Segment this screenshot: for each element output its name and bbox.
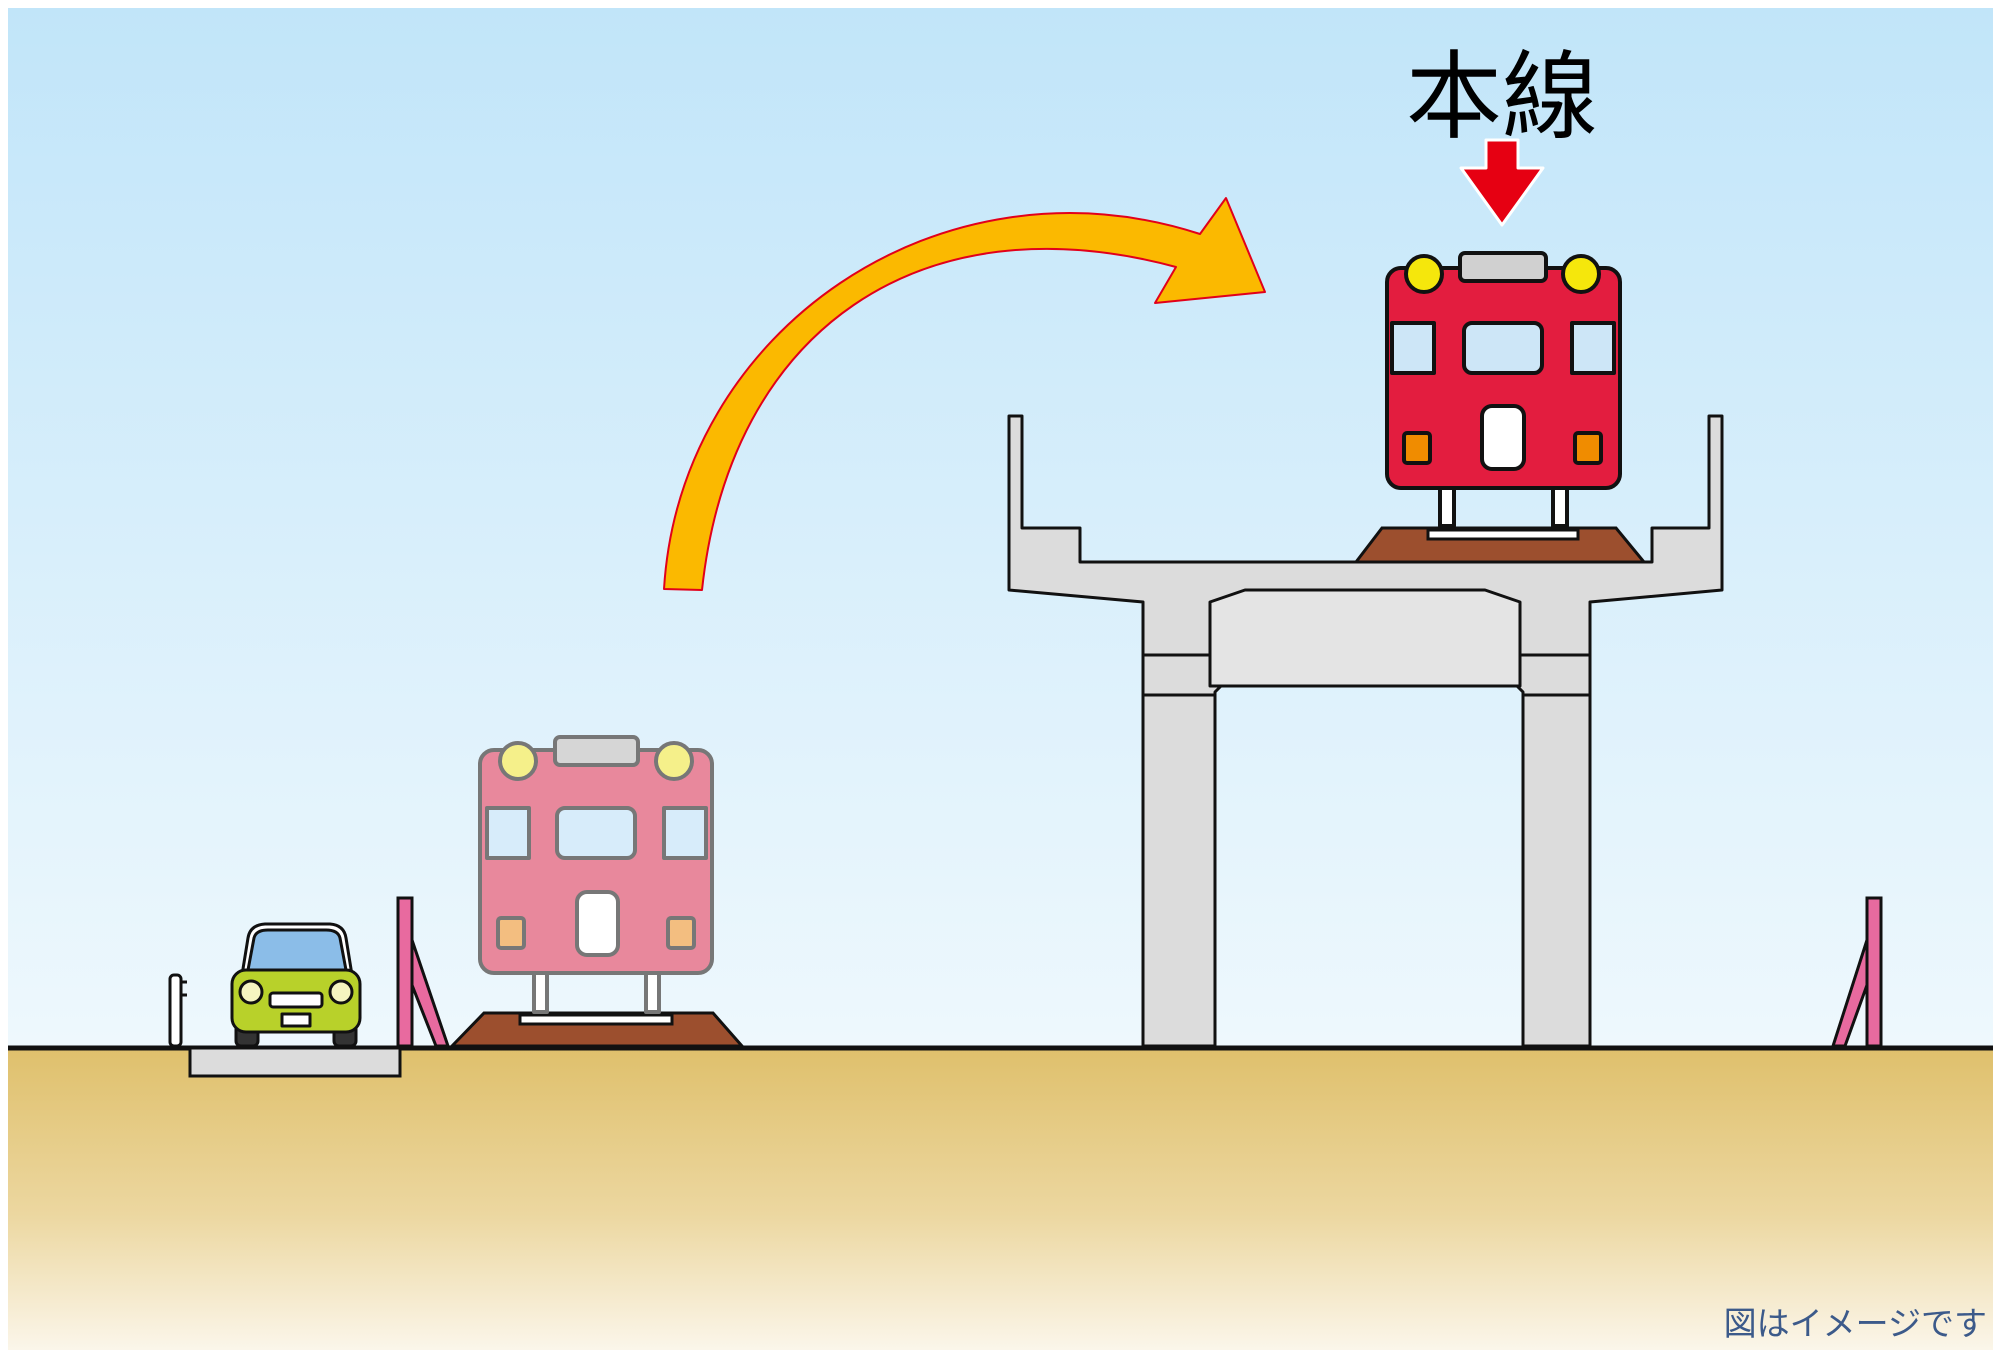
curved-arrow-icon — [663, 197, 1266, 591]
ground — [8, 1048, 1993, 1350]
train-icon — [1385, 251, 1622, 528]
image-note: 図はイメージです — [1723, 1304, 1987, 1343]
road-slab — [188, 1046, 402, 1078]
down-arrow-icon — [1459, 138, 1545, 227]
right-fence — [1830, 896, 1883, 1048]
viaduct-deck — [1007, 414, 1724, 1048]
roadside-post — [168, 973, 187, 1048]
train-icon — [478, 735, 714, 1014]
elevated-rail — [1426, 528, 1580, 541]
viaduct-beam — [1208, 588, 1522, 688]
viaduct — [1007, 414, 1724, 1048]
ground-rail — [518, 1013, 674, 1026]
car-icon — [230, 922, 362, 1048]
left-fence — [396, 896, 451, 1048]
main-line-label: 本線 — [1406, 41, 1598, 153]
